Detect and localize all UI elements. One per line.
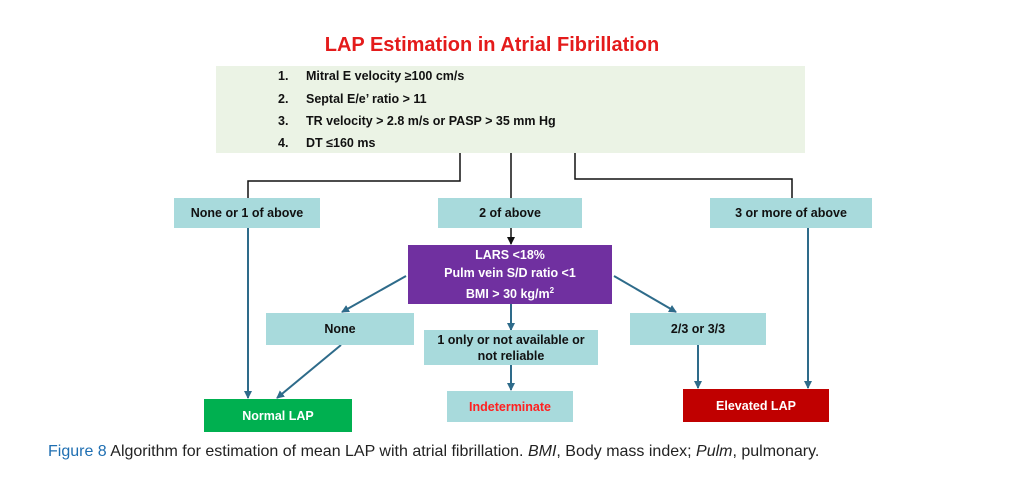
caption-text-a: Algorithm for estimation of mean LAP wit…: [106, 443, 528, 460]
diagram-title: LAP Estimation in Atrial Fibrillation: [324, 34, 660, 56]
secondary-criterion-bmi: BMI > 30 kg/m2: [466, 282, 554, 303]
figure-caption: Figure 8 Algorithm for estimation of mea…: [48, 443, 819, 461]
figure-label: Figure 8: [48, 443, 107, 460]
sub-branch-two-or-three: 2/3 or 3/3: [630, 313, 766, 345]
outcome-elevated-lap: Elevated LAP: [683, 389, 829, 422]
connector-right: [574, 153, 793, 198]
secondary-criteria-box: LARS <18% Pulm vein S/D ratio <1 BMI > 3…: [408, 245, 612, 304]
outcome-indeterminate: Indeterminate: [447, 391, 573, 422]
branch-none-or-one: None or 1 of above: [174, 198, 320, 228]
branch-three-or-more: 3 or more of above: [710, 198, 872, 228]
secondary-criterion-pulm-vein: Pulm vein S/D ratio <1: [444, 265, 576, 280]
criterion-text: Mitral E velocity ≥100 cm/s: [306, 69, 465, 83]
criterion-text: DT ≤160 ms: [306, 136, 376, 150]
bmi-text: BMI > 30 kg/m: [465, 287, 550, 302]
caption-text-b: , Body mass index;: [556, 443, 697, 460]
arrow-secondary-to-two-three: [613, 275, 677, 313]
criteria-box: 1. Mitral E velocity ≥100 cm/s 2. Septal…: [216, 66, 805, 153]
arrow-secondary-to-none: [341, 275, 407, 313]
connector-left: [247, 153, 461, 198]
caption-bmi-abbr: BMI: [527, 443, 557, 460]
caption-text-c: , pulmonary.: [732, 443, 820, 460]
outcome-normal-lap: Normal LAP: [204, 399, 352, 432]
criterion-text: TR velocity > 2.8 m/s or PASP > 35 mm Hg: [306, 114, 556, 128]
secondary-criterion-lars: LARS <18%: [475, 247, 545, 262]
sub-branch-none: None: [266, 313, 414, 345]
sub-branch-one-or-na: 1 only or not available or not reliable: [424, 330, 598, 365]
criterion-number: 1.: [278, 69, 289, 83]
sub-branch-one-line1: 1 only or not available or: [437, 332, 585, 347]
caption-pulm-abbr: Pulm: [696, 443, 733, 460]
criterion-number: 2.: [278, 92, 289, 106]
bmi-superscript: 2: [549, 285, 555, 295]
sub-branch-one-line2: not reliable: [477, 348, 545, 363]
criterion-number: 3.: [278, 114, 289, 128]
criterion-number: 4.: [278, 136, 289, 150]
arrow-none-to-normal: [276, 344, 342, 399]
criterion-text: Septal E/e’ ratio > 11: [306, 92, 427, 106]
branch-two: 2 of above: [438, 198, 582, 228]
